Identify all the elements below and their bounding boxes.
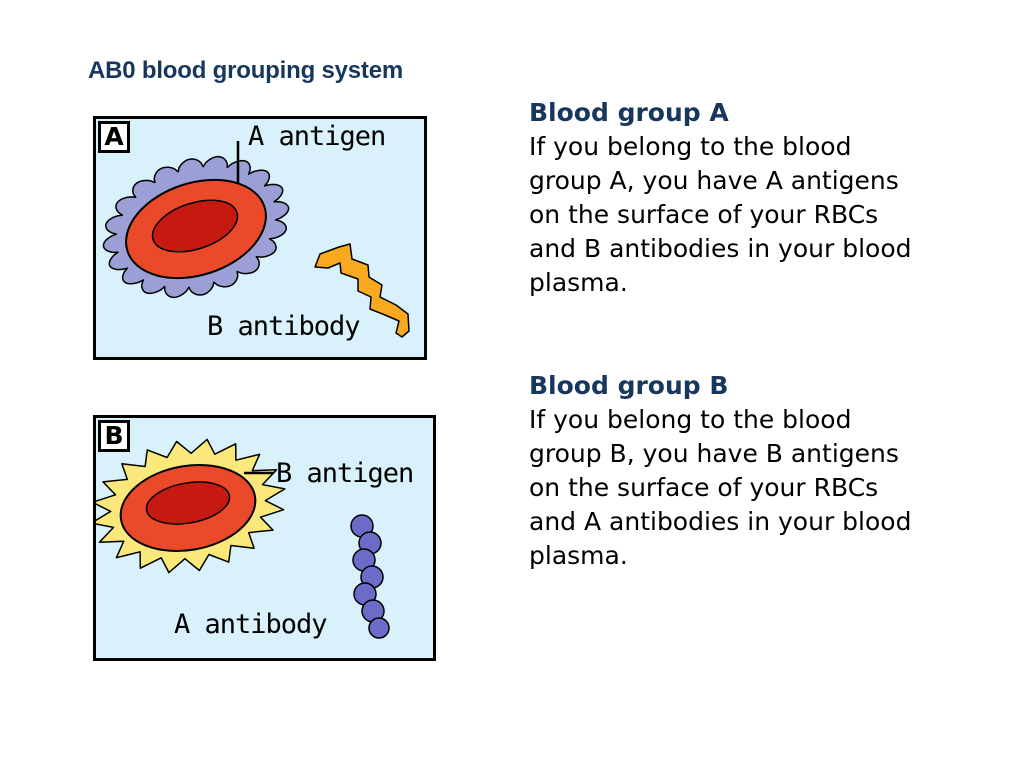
section-heading: Blood group A	[529, 98, 729, 127]
red-blood-cell-center	[145, 481, 231, 525]
panel-letter-a: A	[98, 121, 130, 153]
section-heading: Blood group B	[529, 371, 729, 400]
slide-title: AB0 blood grouping system	[88, 57, 404, 84]
b-antigen-label: B antigen	[276, 458, 414, 489]
section-blood-group-b: Blood group B If you belong to the blood…	[529, 369, 929, 573]
a-antigen-label: A antigen	[248, 121, 386, 152]
section-body: If you belong to the blood group B, you …	[529, 405, 912, 570]
panel-letter-b: B	[98, 420, 130, 452]
section-body: If you belong to the blood group A, you …	[529, 132, 912, 297]
b-antibody-shape	[314, 243, 410, 338]
red-blood-cell-center	[151, 199, 239, 253]
diagram-b-drawing	[96, 438, 390, 639]
section-blood-group-a: Blood group A If you belong to the blood…	[529, 96, 929, 300]
a-antibody-label: A antibody	[174, 609, 328, 640]
a-antibody-shape	[350, 514, 390, 639]
b-antibody-label: B antibody	[207, 311, 361, 342]
diagram-panel-blood-group-b: B B antigen A antibody	[93, 415, 436, 661]
diagram-panel-blood-group-a: A A antigen B antibody	[93, 116, 427, 360]
diagram-a-drawing	[102, 141, 410, 338]
